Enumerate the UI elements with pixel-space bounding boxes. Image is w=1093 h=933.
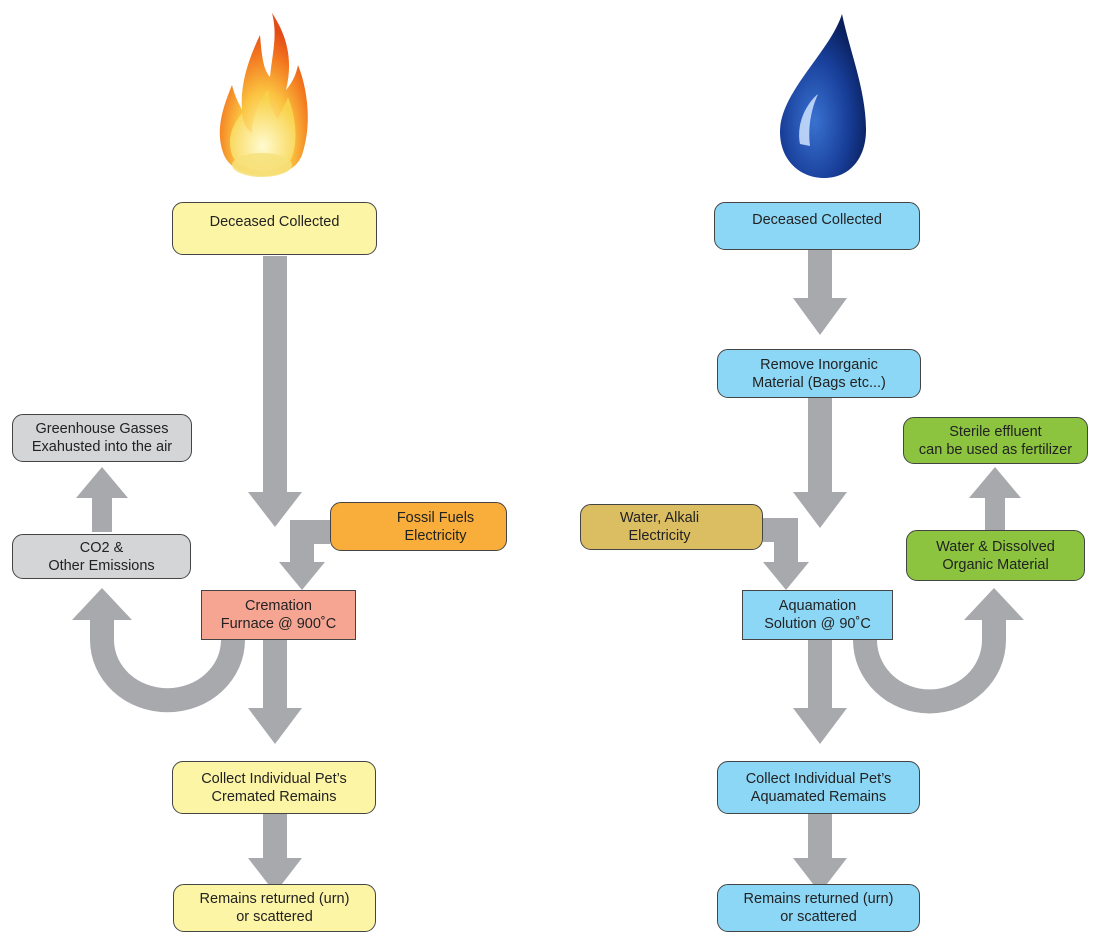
flame-icon (219, 13, 308, 177)
water-drop-icon (780, 14, 866, 178)
arrow-deceased-to-furnace (248, 256, 302, 527)
aquamation-collect-box: Collect Individual Pet’s Aquamated Remai… (717, 761, 920, 814)
cremation-greenhouse-box: Greenhouse Gasses Exahusted into the air (12, 414, 192, 462)
aquamation-solution-box: Aquamation Solution @ 90˚C (742, 590, 893, 640)
arrow-solution-to-dissolved (853, 588, 1024, 714)
aquamation-remove-box: Remove Inorganic Material (Bags etc...) (717, 349, 921, 398)
arrow-aqua-collect-to-returned (793, 814, 847, 893)
aquamation-returned-box: Remains returned (urn) or scattered (717, 884, 920, 932)
arrow-solution-to-collect (793, 640, 847, 744)
cremation-furnace-box: Cremation Furnace @ 900˚C (201, 590, 356, 640)
cremation-fuel-box: Fossil Fuels Electricity (330, 502, 507, 551)
arrow-fuel-to-furnace (279, 520, 330, 590)
aquamation-inputs-box: Water, Alkali Electricity (580, 504, 763, 550)
arrow-collect-to-returned (248, 814, 302, 893)
cremation-collect-box: Collect Individual Pet’s Cremated Remain… (172, 761, 376, 814)
aquamation-deceased-box: Deceased Collected (714, 202, 920, 250)
arrow-emissions-to-greenhouse (76, 467, 128, 532)
arrow-remove-to-solution (793, 398, 847, 528)
arrow-dissolved-to-effluent (969, 467, 1021, 530)
cremation-returned-box: Remains returned (urn) or scattered (173, 884, 376, 932)
arrow-furnace-to-emissions (72, 588, 245, 713)
arrow-furnace-to-collect (248, 640, 302, 744)
aquamation-effluent-box: Sterile effluent can be used as fertiliz… (903, 417, 1088, 464)
arrow-deceased-to-remove (793, 250, 847, 335)
cremation-deceased-box: Deceased Collected (172, 202, 377, 255)
aquamation-dissolved-box: Water & Dissolved Organic Material (906, 530, 1085, 581)
cremation-emissions-box: CO2 & Other Emissions (12, 534, 191, 579)
arrow-inputs-to-solution (763, 518, 809, 590)
